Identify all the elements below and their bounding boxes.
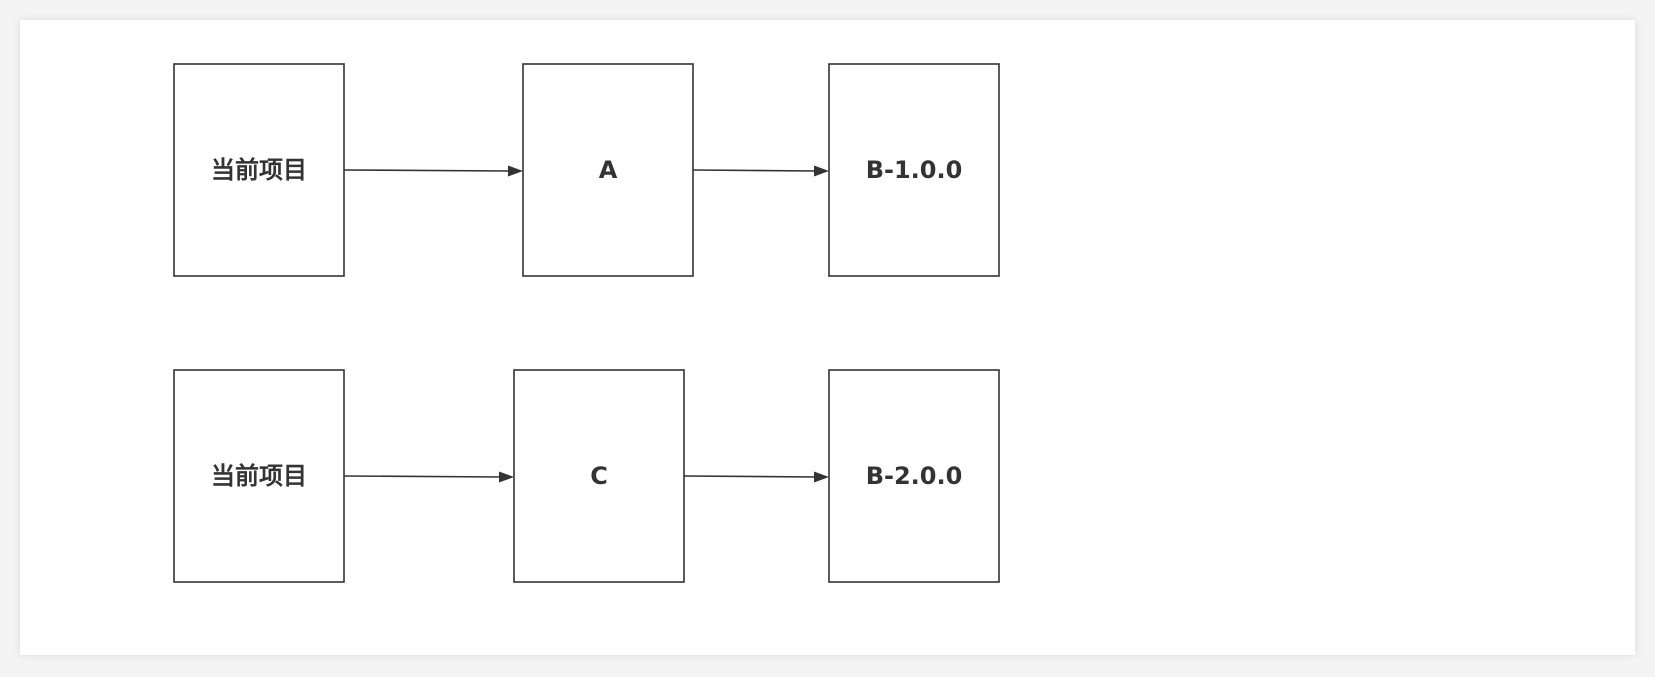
- node-label: B-1.0.0: [866, 156, 963, 184]
- node-row1-b: B-1.0.0: [828, 63, 1000, 277]
- node-label: A: [599, 156, 618, 184]
- edge-row2-current-to-c: [343, 471, 514, 483]
- node-row1-a: A: [522, 63, 694, 277]
- edge-row2-c-to-b: [683, 471, 829, 483]
- node-row2-c: C: [513, 369, 685, 583]
- node-row2-b: B-2.0.0: [828, 369, 1000, 583]
- node-label: 当前项目: [211, 156, 307, 184]
- node-row1-current: 当前项目: [173, 63, 345, 277]
- edge-row1-a-to-b: [692, 165, 829, 177]
- edge-row1-current-to-a: [343, 165, 523, 177]
- node-label: 当前项目: [211, 462, 307, 490]
- node-label: C: [590, 462, 608, 490]
- node-row2-current: 当前项目: [173, 369, 345, 583]
- node-label: B-2.0.0: [866, 462, 963, 490]
